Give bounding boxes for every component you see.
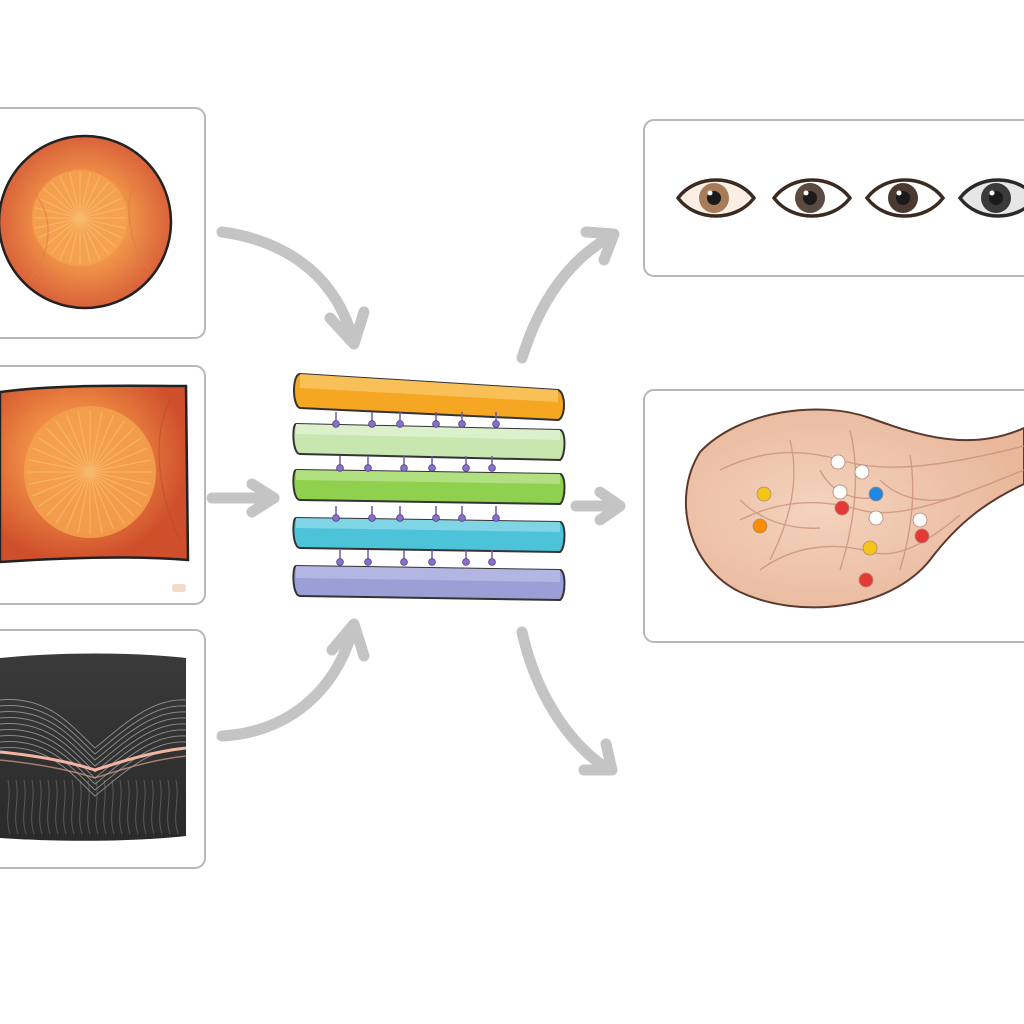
oct-scan-icon (0, 653, 187, 841)
input-panel-fundus-square (0, 365, 206, 605)
output-panel-tissue (643, 389, 1024, 643)
lesion-marker (868, 510, 884, 526)
lesion-marker (756, 486, 772, 502)
tissue-icon (685, 408, 1024, 609)
arrow-fundus-square-to-model (206, 478, 280, 518)
input-panel-oct (0, 629, 206, 869)
arrow-model-to-additional-output (516, 626, 618, 776)
lesion-marker (862, 540, 878, 556)
arrow-fundus-circular-to-model (216, 226, 370, 350)
lesion-markers (752, 454, 930, 588)
lesion-marker (868, 486, 884, 502)
output-panel-eyes (643, 119, 1024, 277)
lesion-marker (832, 484, 848, 500)
model-layer-2 (292, 422, 566, 462)
stacked-layers-icon (292, 372, 566, 602)
model-layer-4 (292, 516, 566, 554)
model-layer-1 (293, 372, 565, 422)
eye-icon (675, 178, 757, 218)
lesion-marker (854, 464, 870, 480)
retina-fundus-icon (0, 384, 190, 592)
lesion-marker (914, 528, 930, 544)
model-layer-3 (292, 468, 566, 506)
retina-fundus-icon (0, 134, 173, 310)
input-panel-fundus-circular (0, 107, 206, 339)
lesion-marker (752, 518, 768, 534)
model-layer-5 (292, 564, 566, 602)
eye-icon (957, 178, 1024, 218)
eye-icon (864, 178, 946, 218)
eye-icon-row (675, 178, 1024, 218)
lesion-marker (912, 512, 928, 528)
model-connection-nodes (332, 412, 500, 566)
arrow-model-to-tissue-panel (570, 486, 626, 526)
lesion-marker (858, 572, 874, 588)
arrow-oct-to-model (216, 618, 370, 742)
lesion-marker (834, 500, 850, 516)
lesion-marker (830, 454, 846, 470)
eye-icon (771, 178, 853, 218)
arrow-model-to-eye-panel (516, 226, 620, 364)
